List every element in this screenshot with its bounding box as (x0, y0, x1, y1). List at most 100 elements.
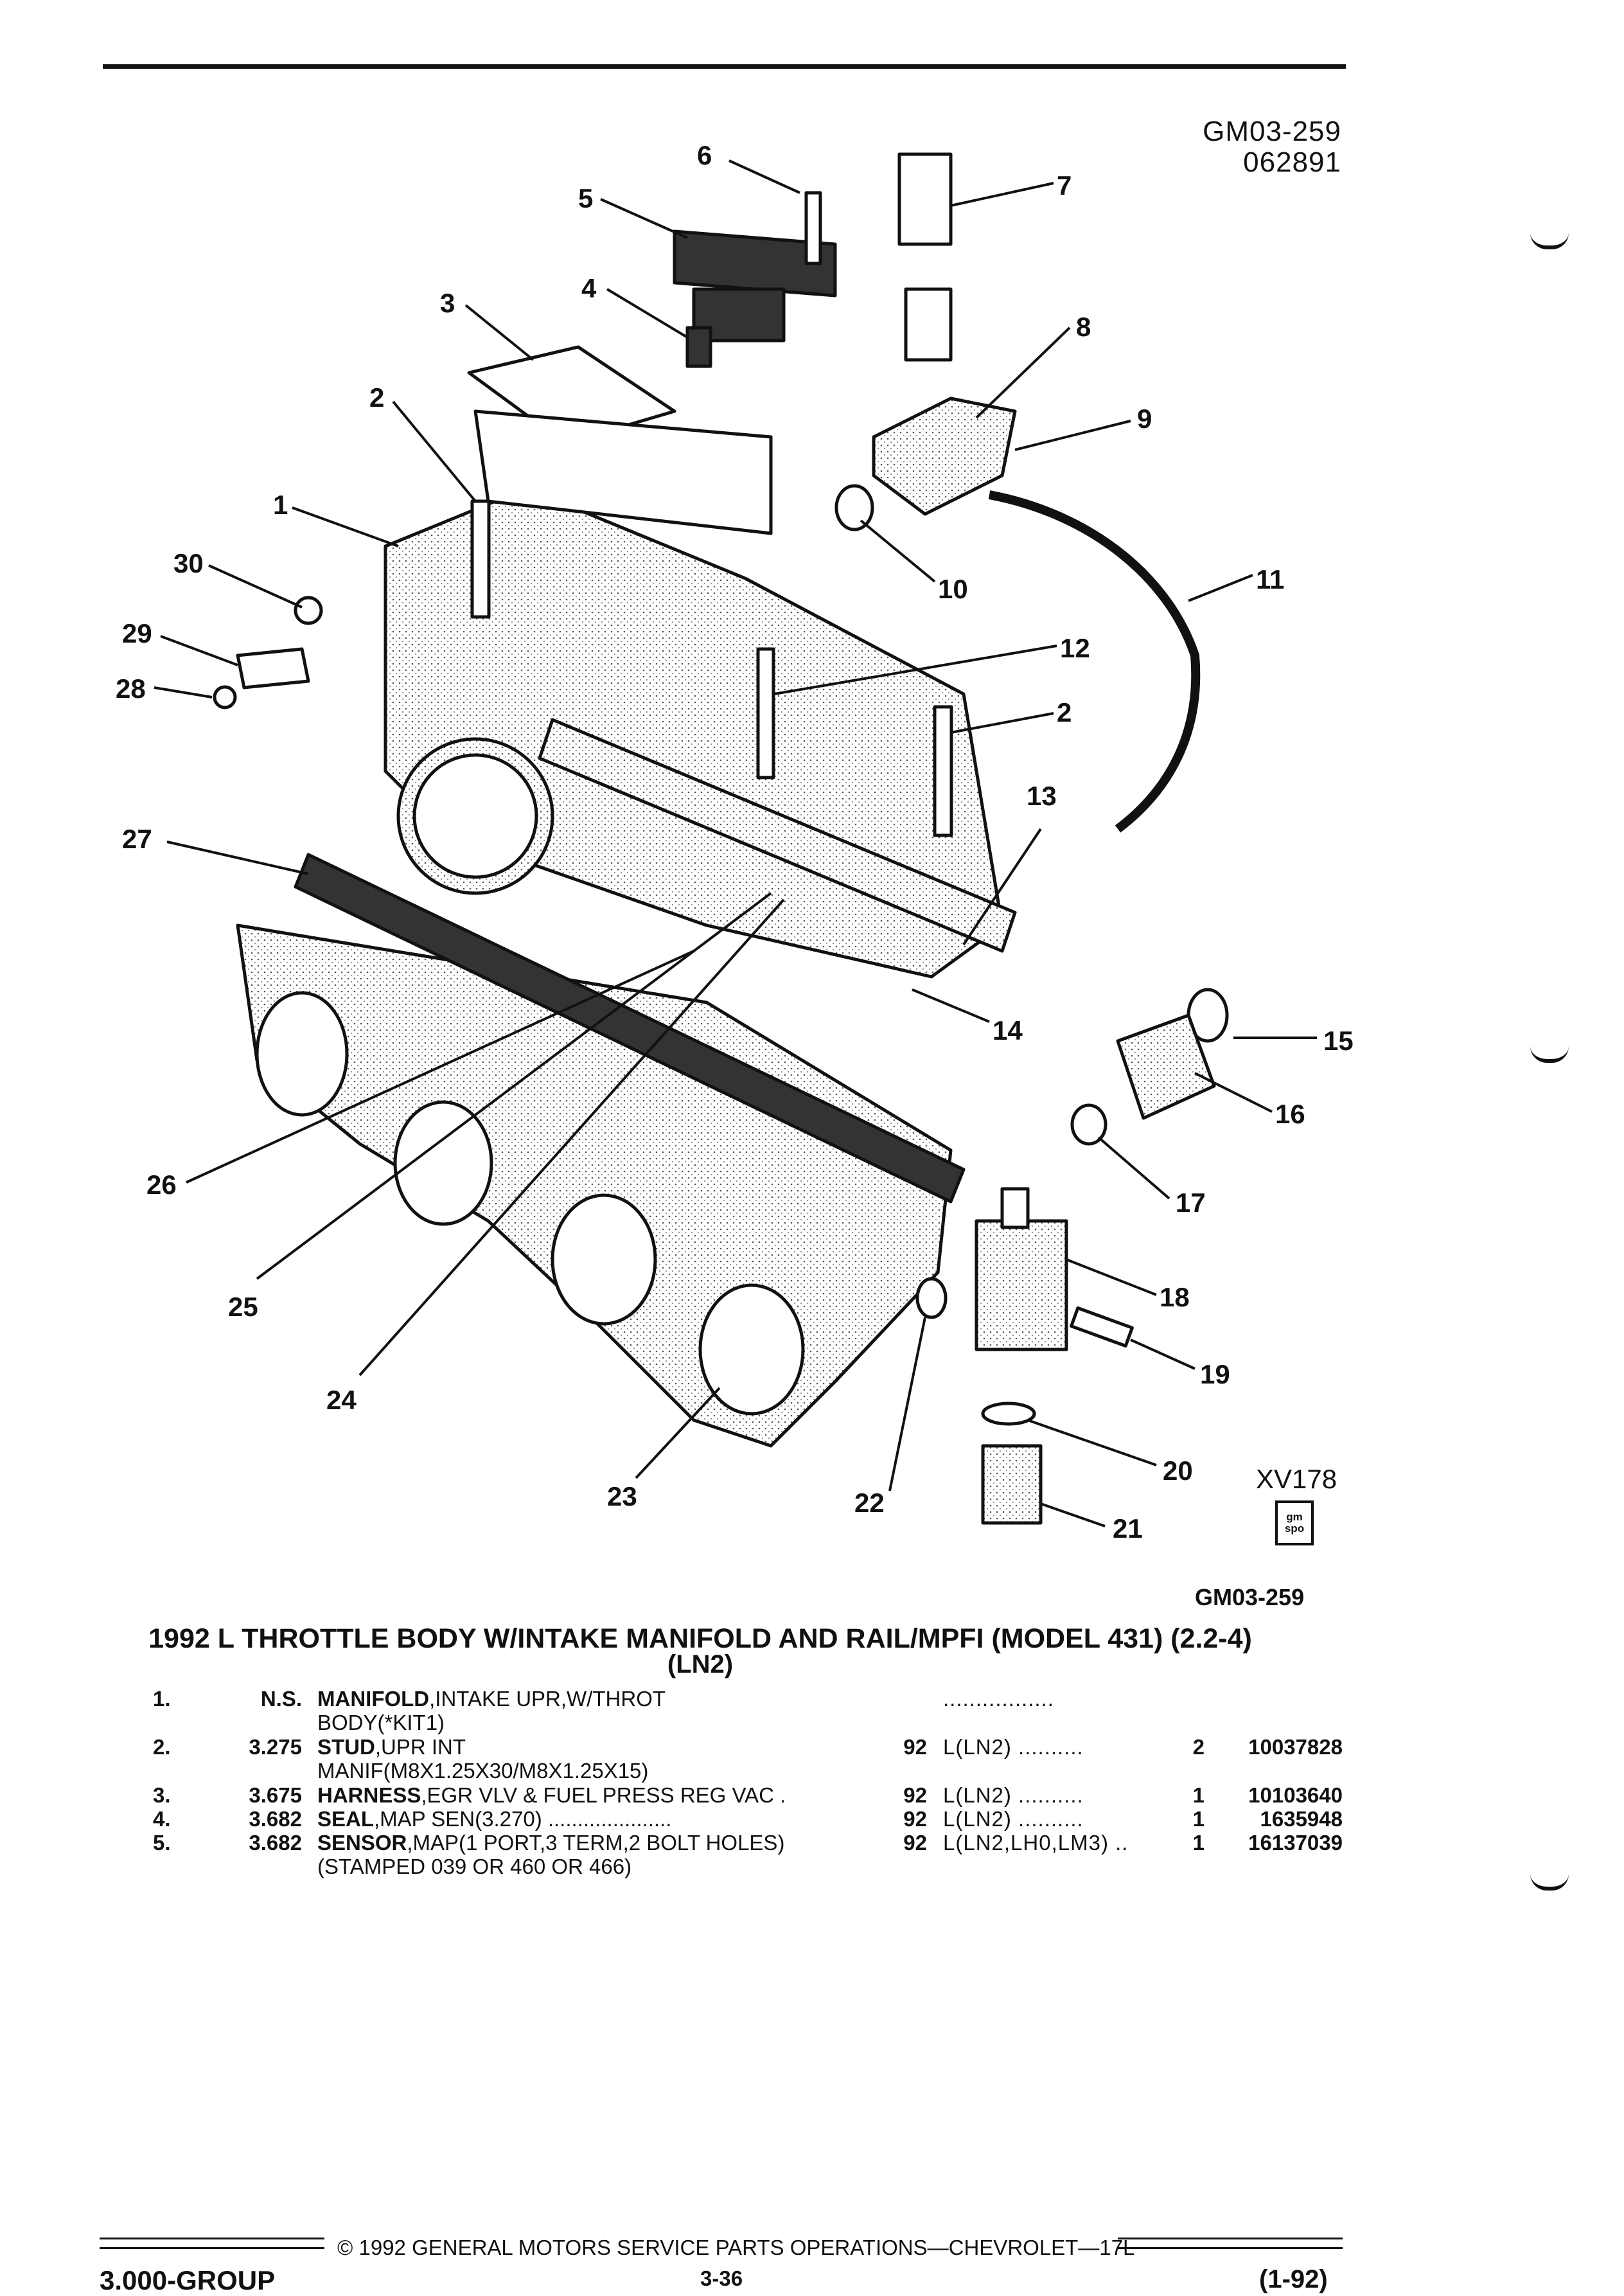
runner-port (698, 1283, 805, 1416)
part-name: MANIFOLD (317, 1687, 430, 1711)
row-part-number: 16137039 (1248, 1831, 1343, 1855)
row-number: 2. (153, 1735, 171, 1759)
figure-code: XV178 (1256, 1464, 1337, 1494)
bolt (756, 647, 775, 779)
page-title: 1992 L THROTTLE BODY W/INTAKE MANIFOLD A… (148, 1623, 1252, 1654)
callout-label: 29 (122, 618, 152, 648)
row-category: 3.682 (249, 1807, 302, 1831)
row-description-cont: BODY(*KIT1) (317, 1711, 445, 1734)
runner-port (393, 1100, 493, 1226)
callout-label: 3 (440, 288, 455, 318)
row-number: 4. (153, 1807, 171, 1831)
row-number: 3. (153, 1783, 171, 1807)
callout-label: 2 (1057, 697, 1072, 727)
footer-copyright: © 1992 GENERAL MOTORS SERVICE PARTS OPER… (337, 2236, 1135, 2259)
hose-connector (236, 647, 310, 690)
callout-label: 5 (578, 183, 594, 213)
part-desc: ,EGR VLV & FUEL PRESS REG VAC . (421, 1783, 786, 1807)
callout-label: 1 (273, 490, 288, 520)
callout-label: 25 (228, 1292, 258, 1322)
row-category: 3.675 (249, 1783, 302, 1807)
fitting-sleeve (904, 287, 953, 362)
footer-rule-right (1118, 2247, 1343, 2249)
row-part-number: 1635948 (1260, 1807, 1343, 1831)
row-part-number: 10037828 (1248, 1735, 1343, 1759)
seal (685, 326, 712, 368)
margin-mark (1530, 1874, 1569, 1891)
stud (470, 499, 491, 619)
footer-page-number: 3-36 (700, 2266, 743, 2290)
bolt (1070, 1306, 1134, 1348)
row-category: 3.682 (249, 1831, 302, 1855)
row-year: 92 (903, 1783, 927, 1807)
callout-label: 23 (607, 1481, 637, 1511)
washer (213, 685, 237, 709)
callout-label: 12 (1060, 633, 1090, 663)
callout-label: 7 (1057, 170, 1072, 200)
callout-label: 21 (1113, 1513, 1143, 1544)
row-usage: L(LN2) .......... (943, 1783, 1084, 1807)
callout-label: 22 (854, 1488, 885, 1518)
callout-label: 9 (1137, 404, 1152, 434)
manifold-flange (538, 718, 1017, 953)
row-qty: 1 (1192, 1807, 1205, 1831)
callout-label: 28 (116, 673, 146, 704)
fuel-rail (294, 853, 966, 1204)
o-ring (981, 1402, 1036, 1426)
o-ring (915, 1277, 948, 1319)
callout-label: 26 (146, 1170, 177, 1200)
gm-spo-logo: gm spo (1275, 1500, 1314, 1545)
part-desc: ,MAP(1 PORT,3 TERM,2 BOLT HOLES) (407, 1831, 785, 1855)
row-usage: L(LN2,LH0,LM3) .. (943, 1831, 1129, 1855)
gasket (1070, 1103, 1108, 1146)
header-date: 062891 (1243, 147, 1341, 178)
row-qty: 2 (1192, 1735, 1205, 1759)
row-description-cont: MANIF(M8X1.25X30/M8X1.25X15) (317, 1759, 649, 1783)
bolt (804, 191, 822, 265)
egr-adapter (872, 396, 1017, 516)
row-qty: 1 (1192, 1831, 1205, 1855)
callout-label: 10 (938, 574, 968, 604)
callout-label: 8 (1076, 312, 1091, 342)
vacuum-harness (473, 409, 773, 535)
sensor (981, 1444, 1043, 1525)
row-usage: ................. (943, 1687, 1054, 1711)
row-description: HARNESS,EGR VLV & FUEL PRESS REG VAC . (317, 1783, 786, 1808)
footer-rule-right (1118, 2238, 1343, 2239)
logo-text: gm spo (1284, 1511, 1305, 1535)
callout-label: 4 (581, 273, 597, 303)
nut (294, 596, 323, 625)
row-year: 92 (903, 1735, 927, 1759)
gasket (834, 484, 874, 531)
callout-label: 16 (1275, 1099, 1305, 1129)
row-description: SENSOR,MAP(1 PORT,3 TERM,2 BOLT HOLES) (317, 1831, 784, 1855)
footer-rule-left (100, 2238, 324, 2239)
caption-ref: GM03-259 (1195, 1584, 1305, 1610)
row-category: 3.275 (249, 1735, 302, 1759)
part-name: STUD (317, 1735, 375, 1759)
row-description: SEAL,MAP SEN(3.270) ....................… (317, 1807, 671, 1831)
callout-label: 19 (1200, 1359, 1230, 1389)
callout-label: 18 (1160, 1282, 1190, 1312)
footer-rule-left (100, 2247, 324, 2249)
callout-label: 6 (697, 140, 712, 170)
sensor (1116, 1013, 1216, 1120)
exploded-parts-diagram (154, 152, 1317, 1527)
throttle-bore (412, 753, 538, 879)
footer-group: 3.000-GROUP (100, 2265, 276, 2295)
callout-label: 15 (1323, 1026, 1354, 1056)
row-year: 92 (903, 1831, 927, 1855)
callout-label: 24 (326, 1385, 357, 1415)
runner-port (255, 991, 349, 1117)
header-code: GM03-259 (1203, 116, 1341, 147)
callout-label: 30 (173, 548, 204, 578)
row-usage: L(LN2) .......... (943, 1735, 1084, 1759)
margin-mark (1530, 233, 1569, 249)
regulator-nipple (1000, 1187, 1030, 1229)
egr-pipe (988, 490, 1201, 833)
row-description-cont: (STAMPED 039 OR 460 OR 466) (317, 1855, 632, 1878)
stud (933, 705, 953, 837)
part-name: SENSOR (317, 1831, 407, 1855)
part-name: SEAL (317, 1807, 375, 1831)
callout-label: 13 (1027, 781, 1057, 811)
